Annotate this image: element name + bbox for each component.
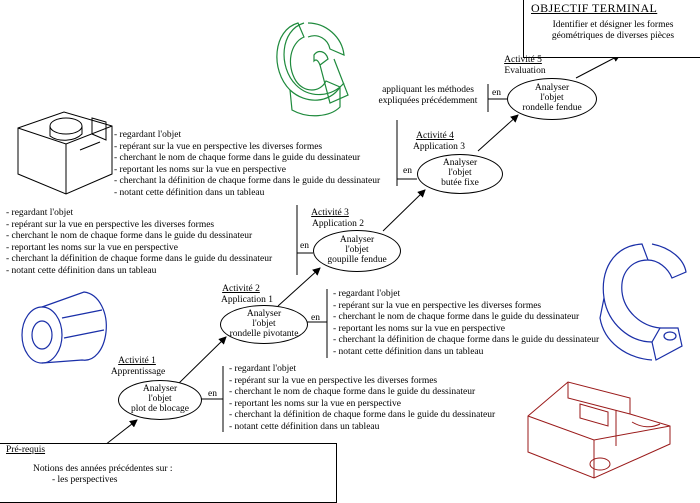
activity-2-phase: Application 1 bbox=[221, 295, 273, 305]
activity-5-connector: en bbox=[492, 88, 501, 98]
activity-3-connector: en bbox=[300, 241, 309, 251]
objectif-desc-line2: géométriques de diverses pièces bbox=[551, 31, 675, 41]
activity-4-phase: Application 3 bbox=[413, 142, 465, 152]
arrow-a1-to-a2 bbox=[175, 336, 227, 387]
plot-de-blocage-drawing bbox=[17, 111, 113, 195]
activity-3-node: Analyser l'objet goupille fendue bbox=[313, 230, 401, 272]
activity-5-label: Activité 5 bbox=[504, 55, 542, 65]
activity-4-connector: en bbox=[403, 166, 412, 176]
prerequis-line1: Notions des années précédentes sur : bbox=[33, 464, 173, 474]
prerequis-label: Pré-requis bbox=[6, 445, 46, 455]
activity-1-steps: regardant l'objetrepérant sur la vue en … bbox=[229, 364, 496, 434]
activity-2-node: Analyser l'objet rondelle pivotante bbox=[220, 305, 308, 344]
objectif-title: OBJECTIF TERMINAL bbox=[531, 1, 658, 15]
activity-4-steps: regardant l'objetrepérant sur la vue en … bbox=[114, 130, 381, 200]
activity-1-phase: Apprentissage bbox=[110, 367, 166, 377]
activity-1-connector: en bbox=[208, 389, 217, 399]
evaluation-method-line1: appliquant les méthodes bbox=[382, 85, 474, 95]
butee-fixe-drawing bbox=[527, 381, 671, 479]
activity-2-label: Activité 2 bbox=[222, 284, 260, 294]
arrow-a3-to-a4 bbox=[382, 189, 426, 232]
activity-3-steps: regardant l'objetrepérant sur la vue en … bbox=[6, 208, 273, 278]
arrow-a4-to-a5 bbox=[477, 114, 519, 152]
activity-3-label: Activité 3 bbox=[311, 208, 349, 218]
activity-1-label: Activité 1 bbox=[118, 356, 156, 366]
prerequis-box: Pré-requis Notions des années précédente… bbox=[0, 443, 337, 503]
activity-4-node: Analyser l'objet butée fixe bbox=[417, 154, 503, 194]
activity-5-phase: Evaluation bbox=[504, 66, 546, 76]
arrow-a2-to-a3 bbox=[277, 267, 321, 307]
activity-5-node: Analyser l'objet rondelle fendue bbox=[507, 78, 597, 120]
activity-2-steps: regardant l'objetrepérant sur la vue en … bbox=[333, 289, 600, 359]
objectif-terminal-box: OBJECTIF TERMINAL Identifier et désigner… bbox=[523, 0, 700, 58]
goupille-fendue-drawing bbox=[599, 243, 687, 361]
activity-2-connector: en bbox=[311, 313, 320, 323]
arrow-a5-to-objectif bbox=[575, 54, 621, 79]
green-part-drawing bbox=[276, 22, 349, 117]
evaluation-method-line2: expliquées précédemment bbox=[378, 96, 478, 106]
arrow-prereq-to-a1 bbox=[104, 419, 138, 446]
prerequis-line2: - les perspectives bbox=[52, 475, 118, 485]
activity-1-node: Analyser l'objet plot de blocage bbox=[118, 380, 202, 420]
objectif-desc-line1: Identifier et désigner les formes bbox=[552, 20, 674, 30]
activity-4-label: Activité 4 bbox=[416, 131, 454, 141]
rondelle-pivotante-drawing bbox=[21, 291, 107, 364]
activity-3-phase: Application 2 bbox=[312, 219, 364, 229]
